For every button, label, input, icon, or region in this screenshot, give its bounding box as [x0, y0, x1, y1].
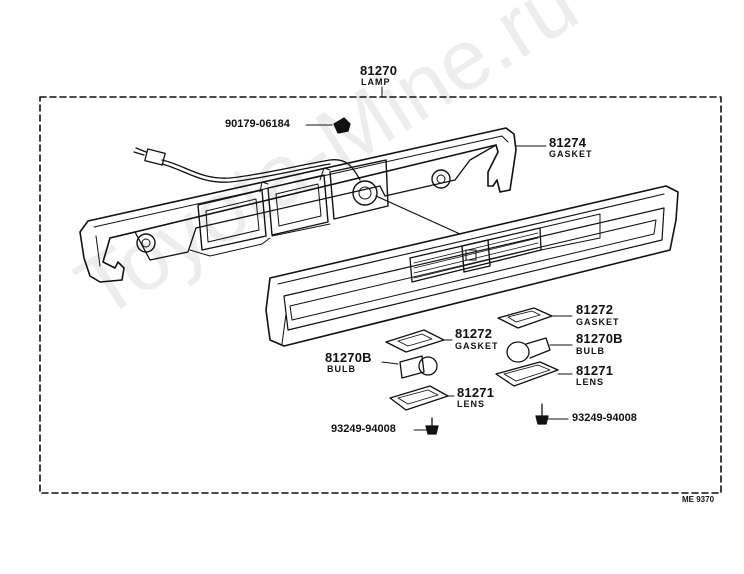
bulb-right-part-name: BULB — [576, 346, 605, 356]
gasket-right-part — [497, 307, 573, 329]
lens-right-part-name: LENS — [576, 377, 605, 387]
screw-right-part-number: 93249-94008 — [572, 412, 637, 424]
gasket-main-part-number: 81274 — [549, 135, 587, 150]
bulb-left-part-number: 81270B — [325, 350, 372, 365]
gasket-right-part-name: GASKET — [576, 317, 620, 327]
assembly-boundary — [39, 96, 722, 494]
screw-top-part — [305, 117, 351, 134]
lamp-part-name: LAMP — [361, 77, 391, 87]
screw-left-part — [413, 417, 439, 435]
bulb-right-part-number: 81270B — [576, 331, 623, 346]
lamp-body — [265, 185, 679, 347]
gasket-main-part-name: GASKET — [549, 149, 593, 159]
lens-left-part-name: LENS — [457, 399, 486, 409]
bulb-left-part-name: BULB — [327, 364, 356, 374]
gasket-left-part-number: 81272 — [455, 326, 493, 341]
gasket-housing — [79, 127, 517, 283]
lens-left-part-number: 81271 — [457, 385, 495, 400]
gasket-right-part-number: 81272 — [576, 302, 614, 317]
bulb-left-part — [381, 355, 438, 379]
wire-harness — [133, 147, 461, 235]
reference-code: ME 9370 — [682, 495, 715, 504]
gasket-left-part — [385, 329, 453, 353]
lens-right-part — [495, 361, 573, 387]
screw-top-part-number: 90179-06184 — [225, 118, 290, 130]
lens-left-part — [389, 385, 455, 411]
screw-left-part-number: 93249-94008 — [331, 423, 396, 435]
gasket-left-part-name: GASKET — [455, 341, 499, 351]
lens-right-part-number: 81271 — [576, 363, 614, 378]
bulb-right-part — [506, 337, 573, 363]
lamp-part-number: 81270 — [360, 63, 398, 78]
screw-right-part — [535, 403, 569, 425]
